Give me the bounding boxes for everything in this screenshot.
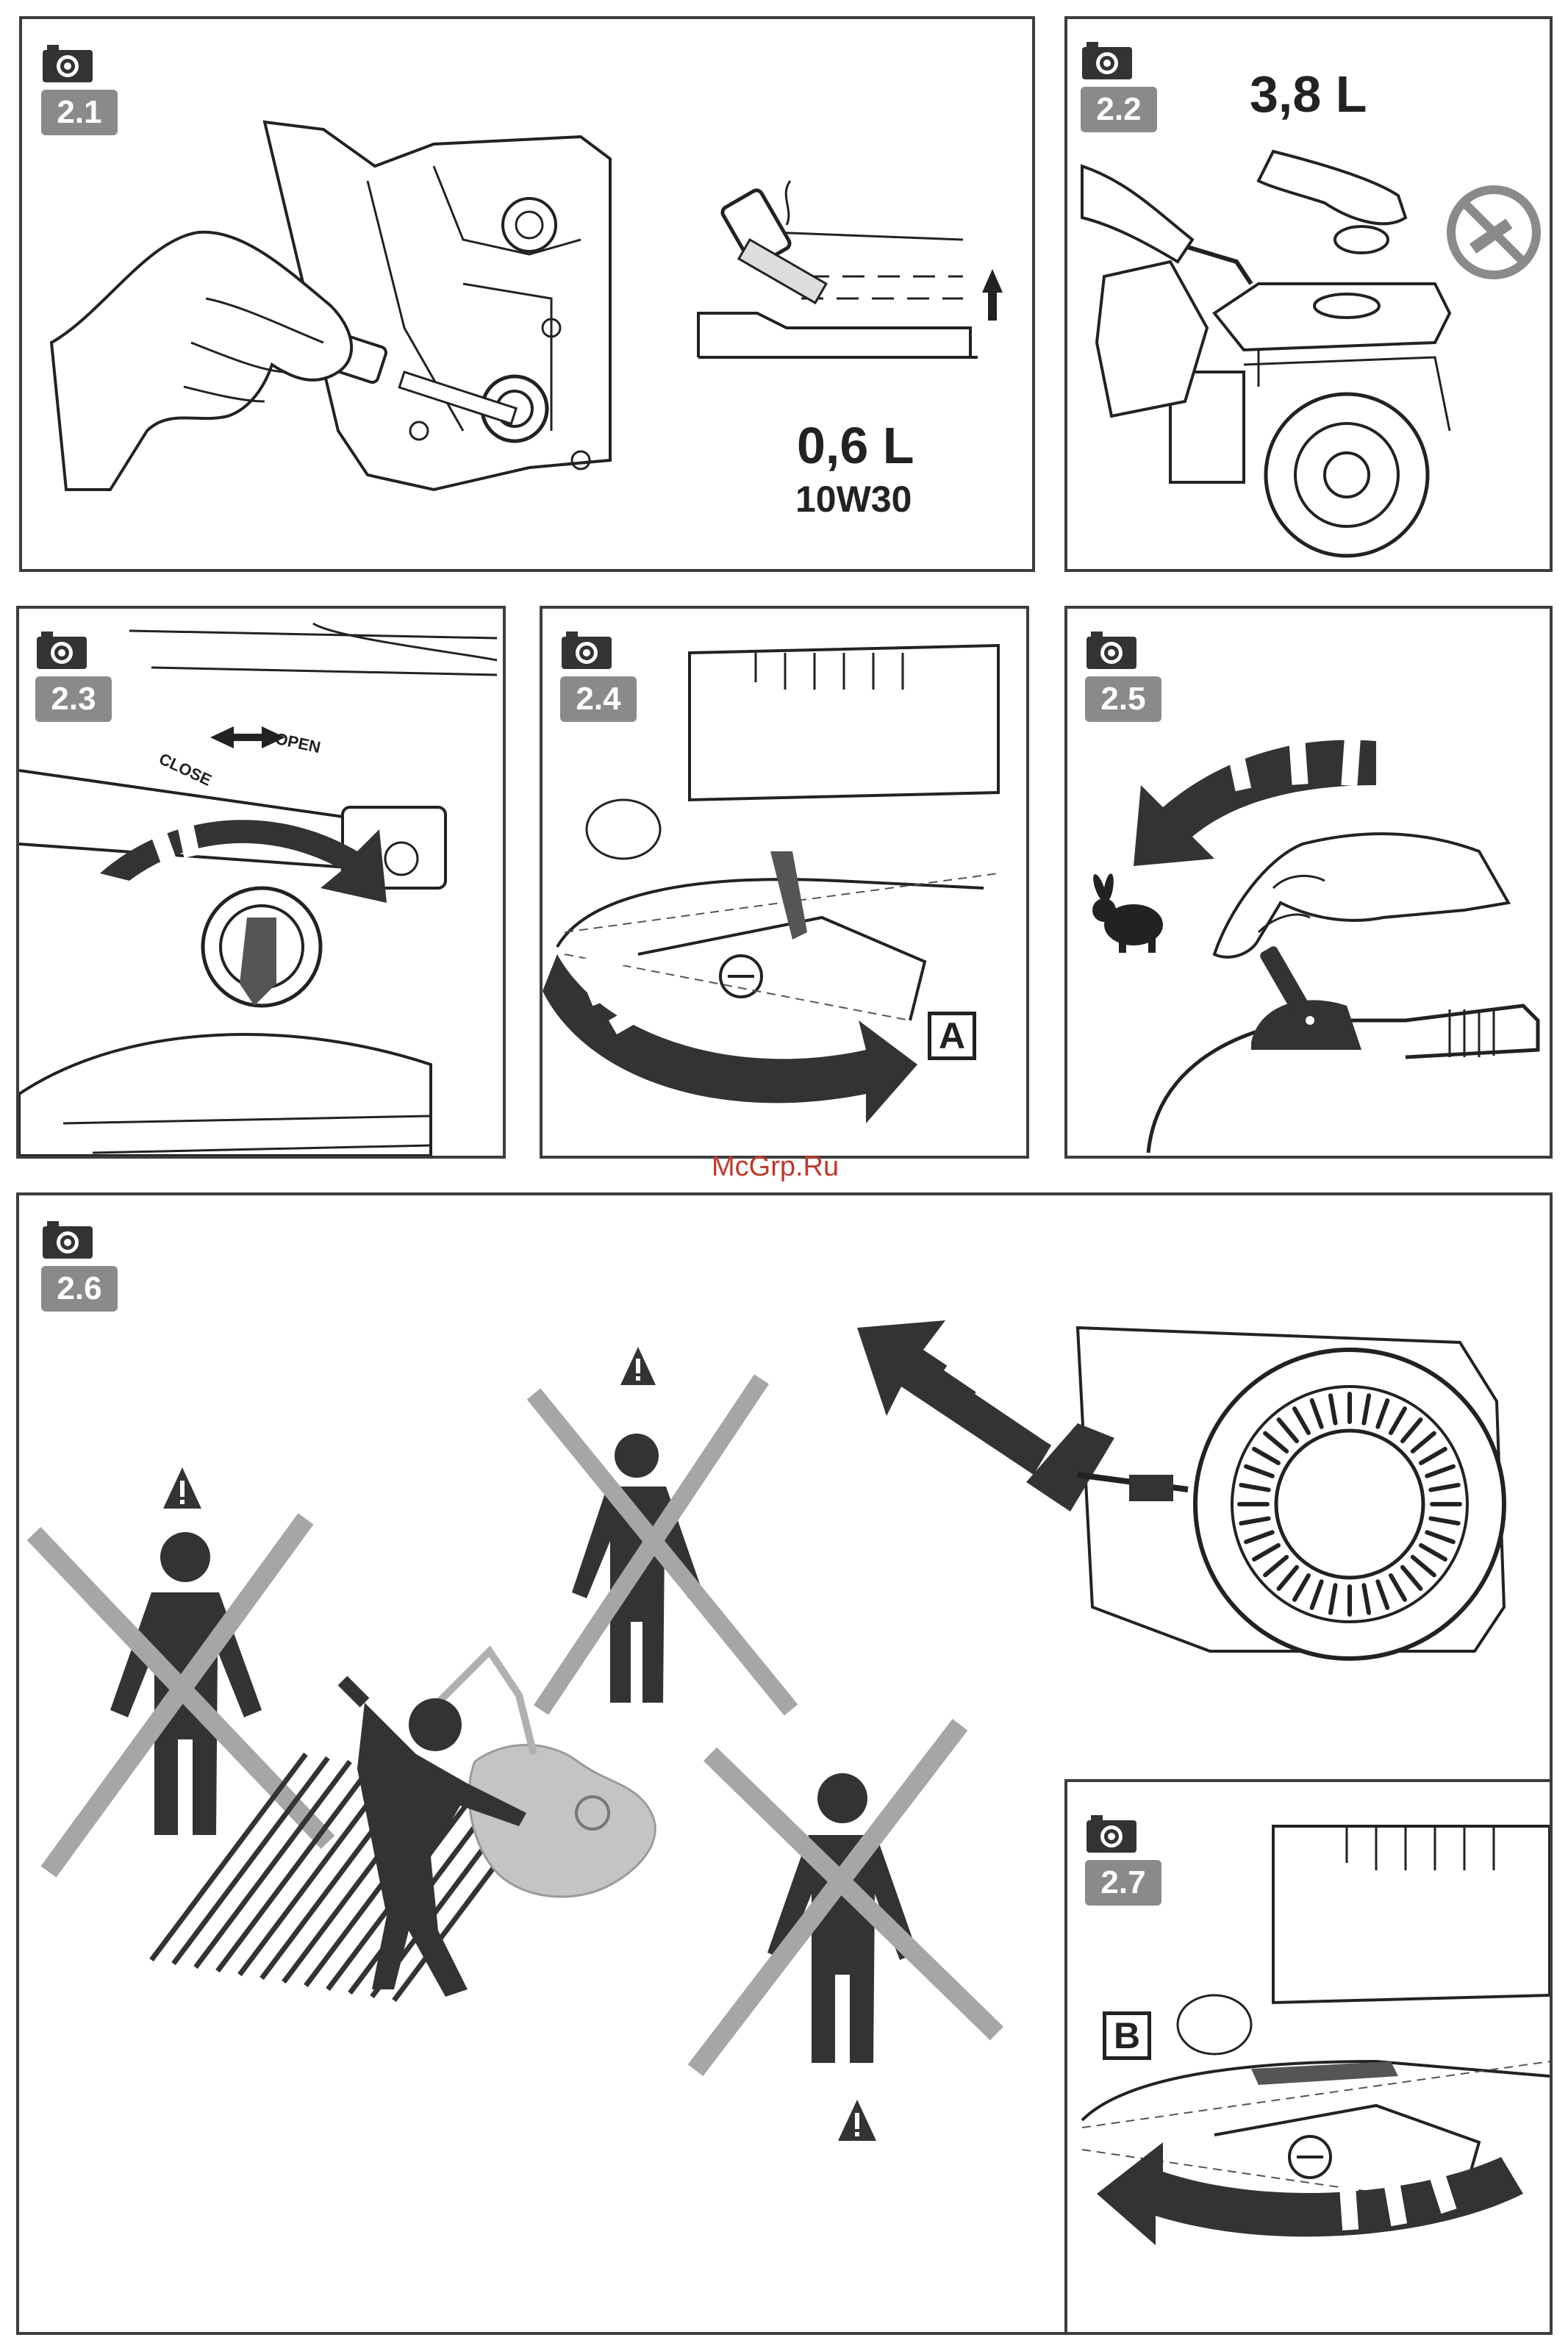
choke-lever-illustration <box>19 609 503 1156</box>
warning-icon <box>163 1467 201 1509</box>
panel-2-5: 2.5 <box>1064 606 1553 1159</box>
panel-2-2: 2.2 3,8 L <box>1064 16 1553 572</box>
marker-a: A <box>928 1012 976 1060</box>
fuel-fill-illustration <box>1067 19 1550 569</box>
oil-type-label: 10W30 <box>795 478 912 521</box>
rabbit-icon <box>1091 873 1163 953</box>
warning-icon <box>620 1347 656 1385</box>
fuel-valve-illustration <box>543 609 1026 1156</box>
panel-2-1: 2.1 0,6 L 10W30 <box>19 16 1035 572</box>
oil-volume-label: 0,6 L <box>797 416 914 475</box>
panel-2-3: 2.3 CLOSE OPEN <box>16 606 506 1159</box>
panel-2-7: 2.7 B <box>1064 1779 1553 2335</box>
warning-icon <box>838 2100 876 2141</box>
watermark: McGrp.Ru <box>712 1151 839 1183</box>
no-smoking-icon <box>1451 190 1536 275</box>
panel-2-4: 2.4 A <box>540 606 1029 1159</box>
marker-b: B <box>1103 2011 1151 2060</box>
throttle-illustration <box>1067 609 1550 1156</box>
